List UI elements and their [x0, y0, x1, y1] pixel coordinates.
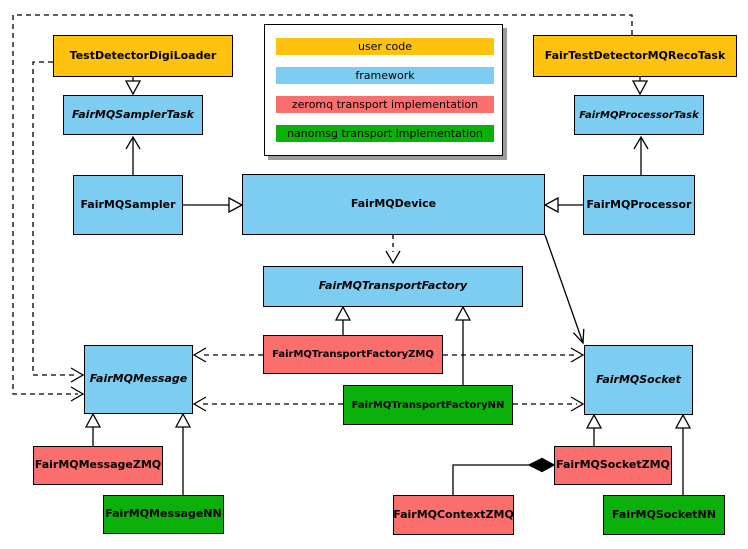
inheritance-socketnn-to-socket: [674, 413, 692, 495]
inheritance-sampler-to-device: [183, 196, 244, 214]
hollow-triangle-icon: [631, 80, 649, 96]
open-arrowhead-icon: [570, 347, 585, 363]
legend-item-zeromq: zeromq transport implementation: [276, 96, 494, 113]
class-box-fairmqtransportfactorynn: FairMQTransportFactoryNN: [343, 385, 513, 425]
class-box-fairmqsocketzmq: FairMQSocketZMQ: [554, 446, 672, 485]
inheritance-loader-to-samplertask: [124, 77, 142, 96]
inheritance-recotask-to-processortask: [631, 77, 649, 96]
hollow-triangle-icon: [454, 305, 472, 321]
open-arrowhead-icon: [70, 367, 85, 383]
class-box-fairmqmessagezmq: FairMQMessageZMQ: [33, 446, 163, 485]
inheritance-socketzmq-to-socket: [585, 413, 603, 446]
open-arrowhead-icon: [192, 347, 207, 363]
open-arrowhead-icon: [385, 250, 401, 265]
open-arrowhead-icon: [570, 396, 585, 412]
association-processor-to-processortask: [633, 135, 649, 175]
inheritance-factoryzmq-to-transportfactory: [334, 305, 352, 335]
dependency-factorynn-to-message: [192, 396, 343, 412]
legend-item-user-code: user code: [276, 38, 494, 55]
class-box-fairmqmessagenn: FairMQMessageNN: [103, 495, 224, 534]
open-arrowhead-icon: [572, 328, 585, 345]
open-arrowhead-icon: [70, 386, 85, 402]
class-box-fairmqdevice: FairMQDevice: [242, 174, 545, 235]
class-box-fairmqsamplertask: FairMQSamplerTask: [63, 95, 203, 135]
class-box-fairmqprocessortask: FairMQProcessorTask: [574, 95, 704, 135]
hollow-triangle-icon: [543, 196, 559, 214]
legend-item-nanomsg: nanomsg transport implementation: [276, 125, 494, 142]
class-box-fairtestdetectormqrecotask: FairTestDetectorMQRecoTask: [533, 35, 737, 77]
composition-contextzmq-to-socketzmq: [452, 457, 556, 495]
hollow-triangle-icon: [228, 196, 244, 214]
legend-item-framework: framework: [276, 67, 494, 84]
hollow-triangle-icon: [334, 305, 352, 321]
filled-diamond-icon: [527, 457, 556, 473]
class-box-fairmqsampler: FairMQSampler: [73, 175, 183, 235]
association-sampler-to-samplertask: [125, 135, 141, 175]
inheritance-processor-to-device: [543, 196, 583, 214]
dependency-loader-to-message: [32, 61, 85, 383]
dependency-factorynn-to-socket: [513, 396, 585, 412]
class-box-fairmqcontextzmq: FairMQContextZMQ: [393, 495, 514, 535]
class-box-fairmqtransportfactoryzmq: FairMQTransportFactoryZMQ: [263, 335, 443, 374]
hollow-triangle-icon: [84, 412, 102, 428]
dependency-factoryzmq-to-message: [192, 347, 263, 363]
legend: user code framework zeromq transport imp…: [264, 24, 503, 156]
dependency-recotask-to-message: [12, 14, 633, 402]
hollow-triangle-icon: [674, 413, 692, 429]
open-arrowhead-icon: [633, 135, 649, 150]
class-box-testdetectordigiloader: TestDetectorDigiLoader: [53, 35, 233, 77]
hollow-triangle-icon: [585, 413, 603, 429]
class-box-fairmqprocessor: FairMQProcessor: [583, 175, 695, 235]
open-arrowhead-icon: [192, 396, 207, 412]
inheritance-factorynn-to-transportfactory: [454, 305, 472, 385]
inheritance-messagezmq-to-message: [84, 412, 102, 446]
class-box-fairmqmessage: FairMQMessage: [84, 345, 193, 414]
dependency-device-to-transportfactory: [385, 235, 401, 265]
open-arrowhead-icon: [125, 135, 141, 150]
class-box-fairmqsocketnn: FairMQSocketNN: [603, 495, 725, 535]
hollow-triangle-icon: [174, 412, 192, 428]
hollow-triangle-icon: [124, 80, 142, 96]
class-box-fairmqsocket: FairMQSocket: [584, 345, 693, 415]
dependency-factoryzmq-to-socket: [443, 347, 585, 363]
class-box-fairmqtransportfactory: FairMQTransportFactory: [263, 266, 523, 307]
association-device-to-socket: [544, 234, 585, 345]
inheritance-messagenn-to-message: [174, 412, 192, 495]
